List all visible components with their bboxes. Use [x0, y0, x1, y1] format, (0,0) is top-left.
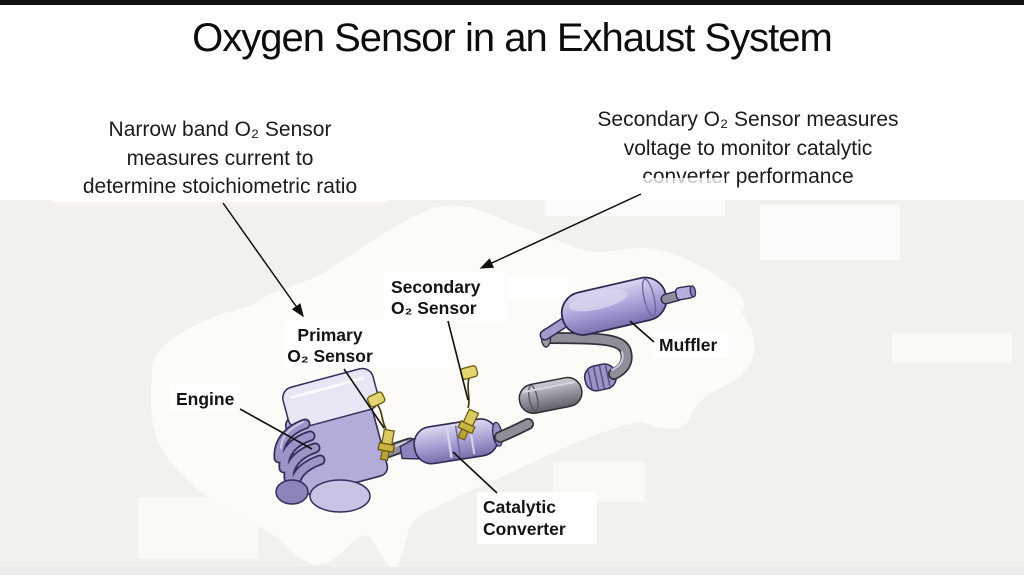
- label-backplate: [652, 331, 728, 358]
- manifold-collector: [275, 479, 309, 505]
- primary-sensor-leader-line: [343, 368, 385, 429]
- flex-coupling: [583, 363, 617, 392]
- car-outline-line: [149, 204, 756, 572]
- leader-lines: [239, 320, 655, 494]
- resonator-highlight: [522, 381, 576, 394]
- sensor-tip: [379, 449, 390, 462]
- pipe-highlight: [611, 351, 624, 371]
- pipe-body: [495, 419, 533, 442]
- label-backplate: [384, 272, 506, 324]
- tailpipe-opening: [689, 285, 697, 298]
- top-border-bar: [0, 0, 1024, 5]
- primary-sensor-label-line1: Primary: [297, 325, 362, 345]
- secondary-o2-sensor: [457, 365, 480, 441]
- engine-label: Engine: [176, 389, 235, 409]
- flex-rib: [592, 366, 600, 390]
- cat-rib: [445, 426, 453, 458]
- bottom-border-strip: [0, 567, 1024, 575]
- sensor-wire: [467, 377, 470, 409]
- annotation-line: Secondary O₂ Sensor measures: [597, 108, 899, 131]
- annotation-line: determine stoichiometric ratio: [82, 175, 358, 198]
- exhaust-pipe-mid: [494, 418, 534, 443]
- resonator-body: [518, 376, 583, 414]
- annotation-line: measures current to: [126, 146, 314, 170]
- resonator: [518, 376, 583, 414]
- manifold-highlight: [280, 421, 304, 449]
- resonator-seam: [528, 384, 539, 412]
- flex-rib: [587, 369, 594, 391]
- exhaust-manifold: [273, 418, 326, 505]
- tailpipe-neck: [662, 292, 681, 303]
- engine-leader-line: [239, 408, 313, 450]
- annotation-line: Narrow band O₂ Sensor: [108, 118, 332, 141]
- flex-rib: [598, 365, 605, 389]
- secondary-sensor-label-line2: O₂ Sensor: [391, 298, 477, 318]
- scan-artifact: [892, 333, 1012, 363]
- secondary-sensor-label-line1: Secondary: [391, 277, 481, 297]
- muffler: [560, 276, 697, 336]
- secondary-sensor-leader-line: [447, 320, 469, 401]
- sensor-connector: [366, 391, 386, 408]
- label-backplate: [508, 276, 568, 300]
- manifold-tube: [280, 432, 314, 472]
- catalytic-label-line1: Catalytic: [483, 497, 556, 517]
- flex-rib: [604, 365, 611, 387]
- annotation-narrow-band: Narrow band O₂ Sensor measures current t…: [52, 116, 388, 202]
- muffler-seam: [641, 278, 657, 317]
- car-outline-highlight: [149, 204, 756, 572]
- annotation-arrows: [222, 193, 642, 318]
- label-backplate: [283, 321, 453, 368]
- primary-o2-sensor: [366, 391, 395, 462]
- muffler-leader-line: [629, 320, 655, 343]
- annotation-line: voltage to monitor catalytic: [623, 136, 873, 160]
- manifold-tube: [285, 444, 319, 482]
- narrow-band-arrow: [222, 202, 304, 318]
- engine-oil-pan: [309, 479, 371, 513]
- sensor-wire: [376, 403, 387, 430]
- diagram-labels: Engine Primary O₂ Sensor Secondary O₂ Se…: [176, 277, 718, 539]
- pipe-body: [543, 333, 631, 379]
- catalytic-leader-line: [452, 451, 498, 494]
- muffler-label: Muffler: [659, 335, 718, 355]
- primary-sensor-label-line2: O₂ Sensor: [287, 346, 373, 366]
- secondary-sensor-arrow: [479, 193, 642, 269]
- page-title: Oxygen Sensor in an Exhaust System: [192, 16, 833, 60]
- cat-rib: [454, 425, 462, 457]
- label-backplate: [477, 492, 597, 544]
- label-backplate: [170, 385, 240, 411]
- scan-artifact: [760, 205, 900, 260]
- sensor-tip: [457, 428, 470, 441]
- label-backplates: [170, 272, 728, 544]
- catalytic-label-line2: Converter: [483, 519, 566, 539]
- muffler-highlight: [569, 289, 628, 312]
- annotation-secondary-sensor: Secondary O₂ Sensor measures voltage to …: [580, 106, 916, 192]
